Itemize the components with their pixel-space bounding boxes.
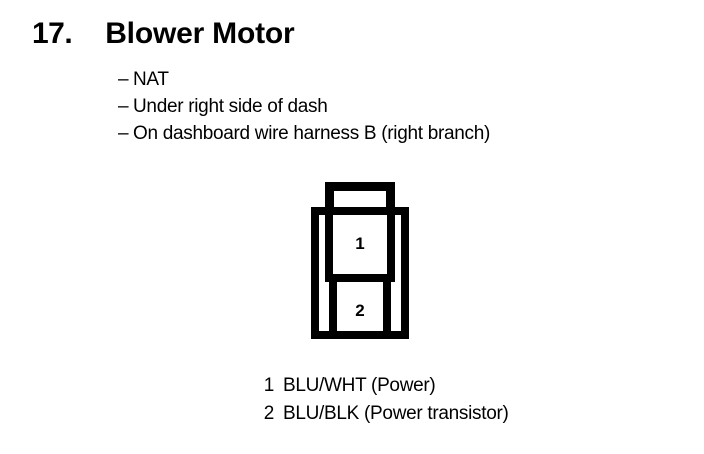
spec-text: NAT: [133, 69, 169, 90]
spec-item: – NAT: [118, 66, 490, 93]
shell-right-wall: [401, 207, 409, 339]
connector-diagram: 1 2: [300, 176, 430, 346]
spec-text: Under right side of dash: [133, 96, 328, 117]
spec-item: – Under right side of dash: [118, 93, 490, 120]
pin-number: 1: [263, 375, 275, 396]
pin-description: BLU/BLK (Power transistor): [283, 403, 509, 424]
page-title: 17. Blower Motor: [32, 17, 295, 51]
spec-item: – On dashboard wire harness B (right bra…: [118, 120, 490, 147]
section-number: 17.: [32, 17, 73, 50]
cavity-2-left-wall: [329, 280, 337, 339]
section-title: Blower Motor: [105, 17, 295, 50]
pin-legend: 1 BLU/WHT (Power) 2 BLU/BLK (Power trans…: [252, 372, 509, 428]
cavity-2-number: 2: [355, 301, 364, 320]
dash-bullet-icon: –: [118, 69, 129, 90]
cavity-1-left-wall: [325, 207, 333, 281]
cavity-divider: [325, 274, 395, 282]
dash-bullet-icon: –: [118, 123, 129, 144]
locking-tab-icon: [325, 182, 395, 208]
pin-number: 2: [263, 403, 275, 424]
pin-legend-row: 1 BLU/WHT (Power): [252, 372, 509, 400]
dash-bullet-icon: –: [118, 96, 129, 117]
pin-legend-row: 2 BLU/BLK (Power transistor): [252, 400, 509, 428]
cavity-1-right-wall: [387, 207, 395, 281]
connector-svg: 1 2: [311, 182, 409, 339]
cavity-1-number: 1: [355, 234, 364, 253]
shell-top-edge: [311, 207, 409, 215]
spec-text: On dashboard wire harness B (right branc…: [133, 123, 491, 144]
spec-list: – NAT – Under right side of dash – On da…: [118, 66, 490, 147]
shell-left-wall: [311, 207, 319, 339]
pin-description: BLU/WHT (Power): [283, 375, 436, 396]
cavity-2-right-wall: [383, 280, 391, 339]
shell-bottom-edge: [311, 331, 409, 339]
